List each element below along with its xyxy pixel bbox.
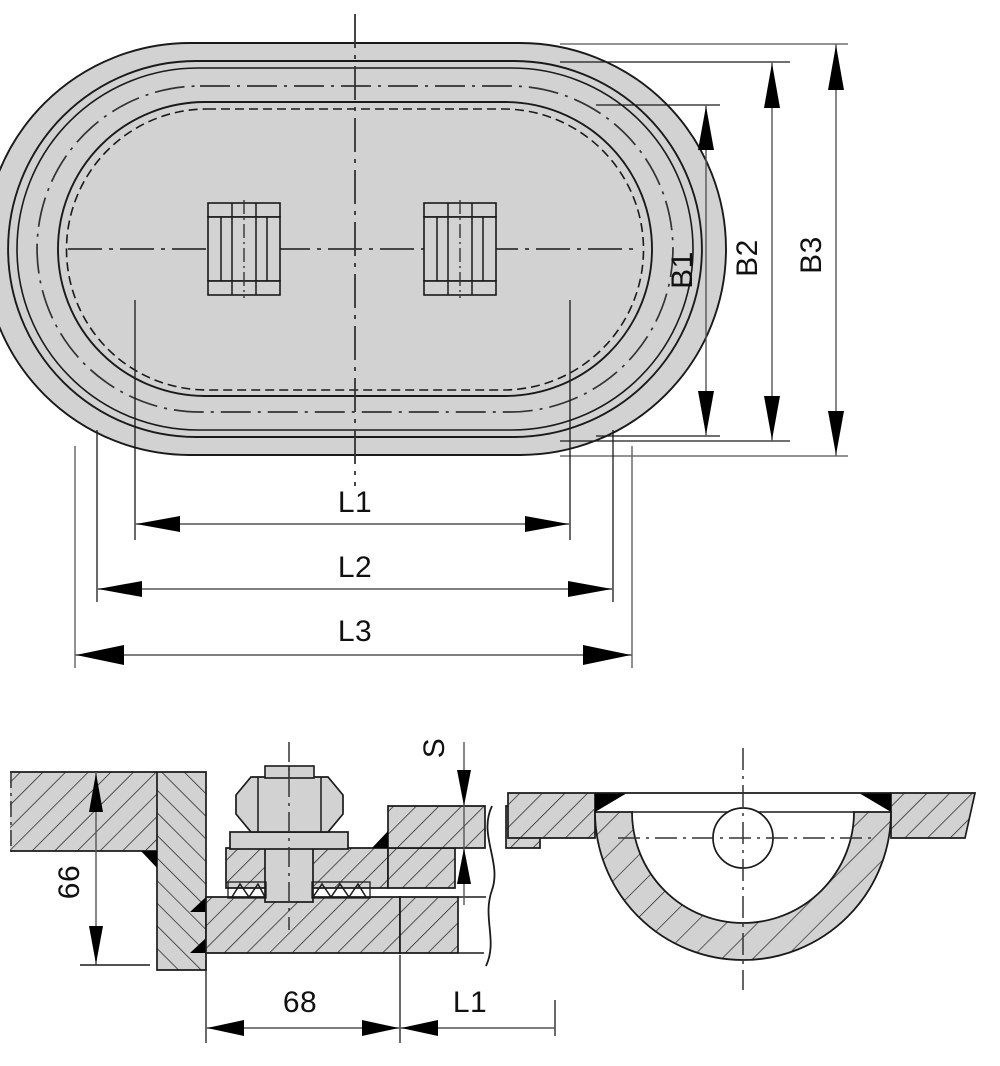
- plan-inner-outline: [57, 101, 653, 397]
- d68-arrow-left: [207, 1020, 244, 1036]
- d66-arrow-down: [89, 926, 103, 964]
- plan-pitch-centerline-oval: [36, 85, 674, 413]
- dimension-l2: L2: [97, 551, 613, 597]
- section-wall-slab: [10, 771, 157, 852]
- dimension-label-l1: L1: [338, 486, 372, 519]
- l3-arrow-right: [583, 645, 631, 665]
- l1-arrow-right: [525, 516, 569, 532]
- plan-ring-outline-a: [7, 60, 703, 438]
- horizontal-dimension-group: L1 L2 L3: [74, 300, 633, 668]
- plan-outer-outline: [0, 42, 727, 456]
- dimension-S: S: [418, 738, 471, 905]
- section-break-line: [485, 805, 496, 967]
- plan-lug-right: [423, 200, 497, 298]
- b2-arrow-up: [764, 63, 780, 108]
- d68-arrow-right: [362, 1020, 399, 1036]
- b2-arrow-down: [764, 396, 780, 440]
- dimension-label-l3: L3: [338, 615, 372, 648]
- dimension-label-l2: L2: [338, 551, 372, 584]
- section-right-view: [507, 748, 977, 990]
- bowl-weld-fillet-right: [859, 793, 891, 812]
- s-arrow-down: [457, 770, 471, 806]
- b1-arrow-down: [698, 391, 714, 435]
- dimension-label-s: S: [418, 738, 451, 759]
- dimension-label-b3: B3: [795, 236, 828, 274]
- bowl-flange-left: [507, 792, 627, 839]
- dimension-label-68: 68: [283, 986, 317, 1019]
- dimension-b1: B1: [666, 105, 714, 436]
- dimension-label-b2: B2: [731, 239, 764, 277]
- dimension-l3: L3: [75, 615, 632, 665]
- l1-arrow-left: [136, 516, 180, 532]
- section-thread-detail: [227, 881, 371, 899]
- dimension-b2: B2: [731, 62, 780, 441]
- dimension-l1: L1: [135, 486, 570, 532]
- b1-arrow-up: [698, 106, 714, 150]
- section-bracket-column: [156, 771, 207, 971]
- weld-fillet-lower-left: [190, 938, 206, 953]
- d66-arrow-up: [89, 773, 103, 812]
- plan-lug-left: [207, 200, 281, 298]
- section-left-view: [10, 742, 541, 971]
- weld-fillet-upper-left: [141, 851, 157, 868]
- l2-arrow-right: [568, 581, 612, 597]
- section-horizontal-dimensions: 68 L1: [205, 955, 556, 1043]
- vertical-dimension-group: B1 B2 B3: [560, 43, 848, 457]
- bowl-weld-fillet-left: [595, 793, 627, 812]
- dimension-label-l1-section: L1: [453, 986, 487, 1019]
- weld-fillet-mid-left: [190, 897, 206, 912]
- dimension-b3: B3: [795, 44, 844, 456]
- l3-arrow-left: [76, 645, 124, 665]
- l2-arrow-left: [98, 581, 142, 597]
- s-arrow-up: [457, 848, 471, 884]
- section-base-plate: [205, 896, 459, 954]
- l1-section-arrow-left: [401, 1020, 438, 1036]
- dimension-label-66: 66: [53, 865, 86, 899]
- weld-fillet-step: [372, 831, 388, 848]
- dimension-label-b1: B1: [666, 251, 699, 289]
- b3-arrow-down: [828, 411, 844, 455]
- plan-view: [0, 14, 727, 486]
- b3-arrow-up: [828, 45, 844, 90]
- dimension-66: 66: [53, 772, 150, 966]
- bowl-wall: [594, 811, 892, 961]
